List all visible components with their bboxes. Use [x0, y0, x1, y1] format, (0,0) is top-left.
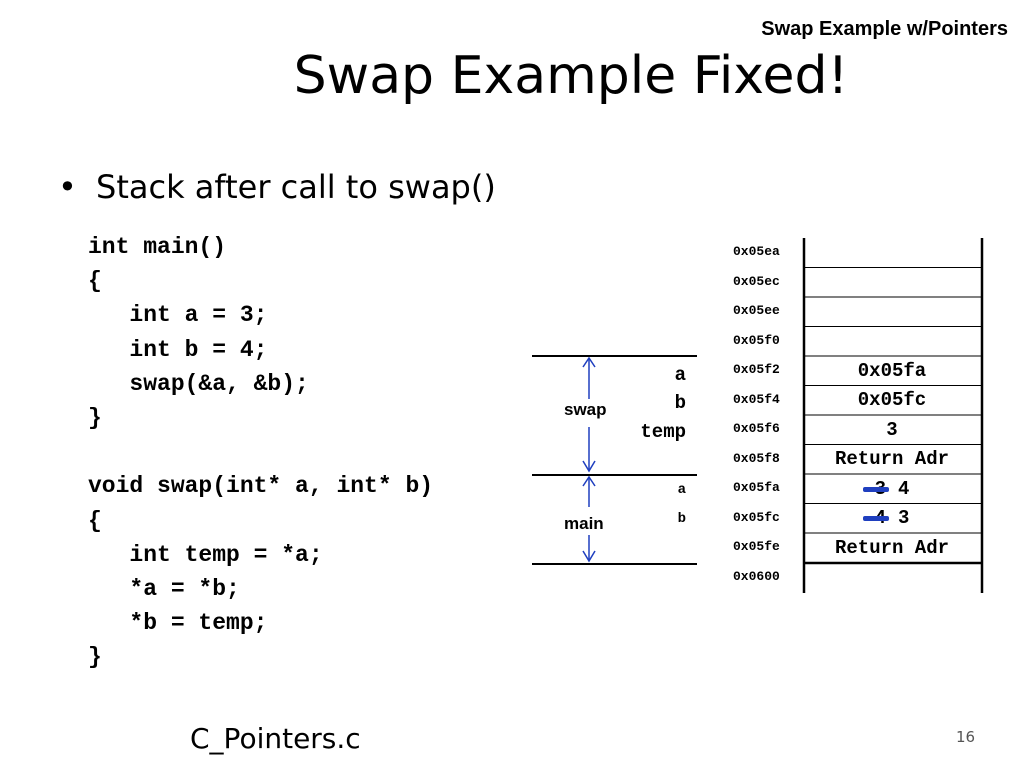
stack-cell: Return Adr — [834, 536, 950, 559]
code-block: int main() { int a = 3; int b = 4; swap(… — [88, 230, 433, 674]
stack-cell-updated: 43 — [804, 504, 980, 534]
stack-address: 0x05f4 — [733, 392, 780, 407]
stack-address: 0x05fe — [733, 539, 780, 554]
bullet-dot-icon: • — [58, 168, 77, 206]
stack-cell: 3 — [886, 418, 898, 441]
new-value: 4 — [898, 477, 910, 500]
code-line: int a = 3; — [88, 302, 268, 329]
code-line: *a = *b; — [88, 575, 240, 602]
strike-mark-icon — [862, 486, 889, 492]
stack-cell: 0x05fa — [857, 359, 927, 382]
stack-cell — [804, 268, 980, 298]
main-var-label: a — [677, 482, 686, 498]
old-value: 3 — [862, 478, 889, 500]
stack-address: 0x05fc — [733, 510, 780, 525]
frame-arrows — [582, 356, 596, 563]
footer-filename: C_Pointers.c — [190, 722, 361, 755]
code-line: void swap(int* a, int* b) — [88, 473, 434, 500]
stack-address: 0x05f0 — [733, 333, 780, 348]
stack-cell — [804, 327, 980, 357]
header-tag: Swap Example w/Pointers — [761, 18, 1008, 40]
main-frame-label: main — [564, 514, 604, 533]
stack-address: 0x05f8 — [733, 451, 780, 466]
stack-cell: 0x05fc — [857, 389, 927, 412]
swap-var-label: b — [674, 392, 686, 414]
frame-divider — [532, 474, 697, 476]
stack-address: 0x05ea — [733, 244, 780, 259]
stack-cell — [804, 297, 980, 327]
code-line: *b = temp; — [88, 610, 268, 637]
code-line — [88, 435, 433, 469]
main-var-label: b — [677, 511, 686, 527]
stack-cell — [804, 563, 980, 593]
stack-address: 0x05ec — [733, 274, 780, 289]
code-line: { — [88, 268, 102, 295]
code-line: int main() — [88, 234, 227, 260]
code-line: int temp = *a; — [88, 541, 323, 568]
swap-frame-label: swap — [564, 400, 607, 419]
stack-grid — [802, 238, 984, 593]
stack-address: 0x05ee — [733, 303, 780, 318]
code-line: } — [88, 644, 102, 671]
slide-title: Swap Example Fixed! — [293, 46, 849, 106]
frame-divider — [532, 563, 697, 565]
stack-address: 0x05f6 — [733, 421, 780, 436]
new-value: 3 — [898, 507, 910, 530]
stack-address: 0x0600 — [733, 569, 780, 584]
stack-address: 0x05f2 — [733, 362, 780, 377]
swap-var-label: a — [674, 364, 686, 386]
bullet-item: • Stack after call to swap() — [58, 168, 496, 206]
stack-address: 0x05fa — [733, 480, 780, 495]
stack-cell-updated: 34 — [804, 474, 980, 504]
code-line: } — [88, 404, 102, 431]
frame-divider — [532, 355, 697, 357]
code-line: swap(&a, &b); — [88, 370, 309, 397]
swap-var-label: temp — [640, 421, 686, 443]
old-value: 4 — [862, 507, 889, 529]
strike-mark-icon — [862, 516, 889, 522]
page-number: 16 — [956, 728, 976, 746]
stack-cell: Return Adr — [834, 448, 950, 471]
bullet-text: Stack after call to swap() — [96, 168, 496, 206]
code-line: { — [88, 507, 102, 534]
stack-cell — [804, 238, 980, 268]
code-line: int b = 4; — [88, 336, 268, 363]
